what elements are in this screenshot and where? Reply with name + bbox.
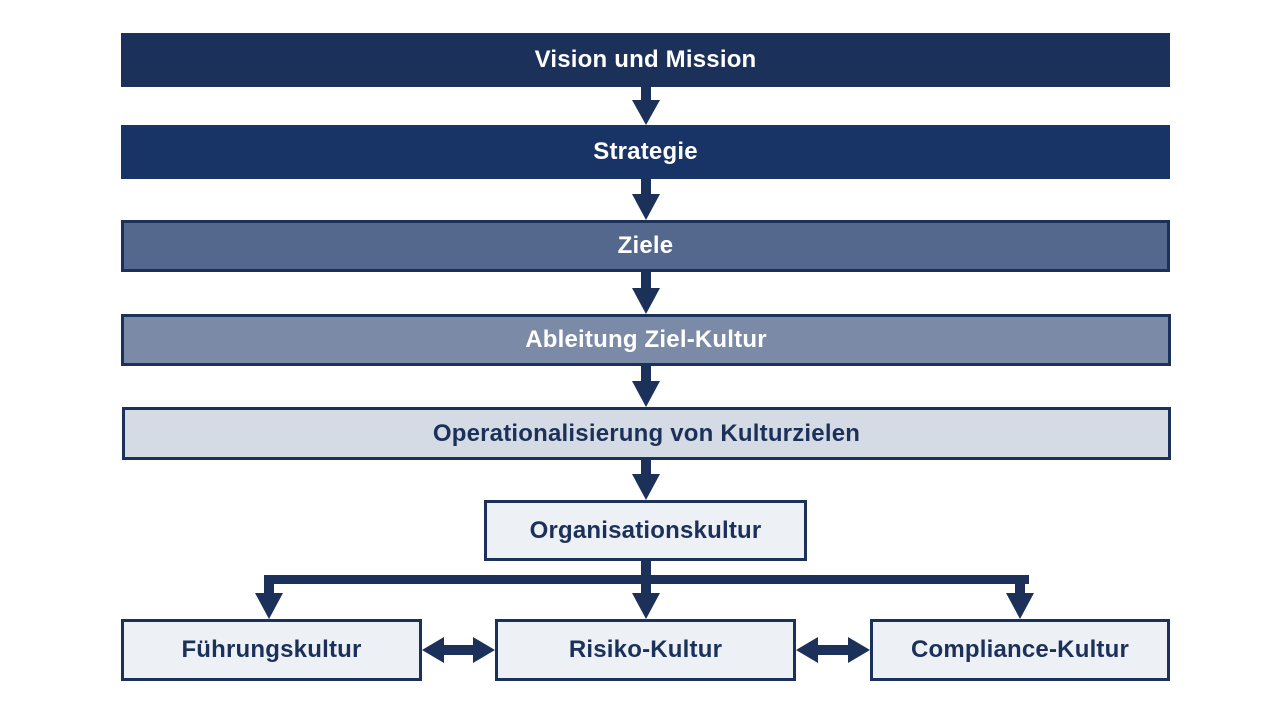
arrow-to-risikokultur: [632, 593, 660, 619]
node-fuehrungskultur: Führungskultur: [121, 619, 422, 681]
node-label: Compliance-Kultur: [910, 636, 1130, 663]
arrow-to-fuehrungskultur: [255, 593, 283, 619]
arrow-strategie-to-ziele: [632, 179, 660, 220]
node-label: Operationalisierung von Kulturzielen: [432, 419, 861, 447]
node-risiko-kultur: Risiko-Kultur: [495, 619, 796, 681]
node-label: Ableitung Ziel-Kultur: [525, 326, 767, 353]
node-label: Risiko-Kultur: [568, 636, 723, 663]
node-label: Vision und Mission: [534, 46, 757, 73]
node-label: Führungskultur: [181, 636, 362, 663]
node-label: Strategie: [593, 138, 698, 165]
node-strategie: Strategie: [121, 125, 1170, 179]
arrow-ziele-to-ableitung: [632, 272, 660, 314]
arrow-to-compliancekultur: [1006, 593, 1034, 619]
node-organisationskultur: Organisationskultur: [484, 500, 807, 561]
arrow-vision-to-strategie: [632, 87, 660, 125]
double-arrow-risiko-compliance: [796, 637, 870, 663]
node-ableitung-ziel-kultur: Ableitung Ziel-Kultur: [121, 314, 1171, 366]
node-vision-und-mission: Vision und Mission: [121, 33, 1170, 87]
arrow-ableitung-to-operationalisierung: [632, 366, 660, 407]
double-arrow-fuehrung-risiko: [422, 637, 495, 663]
node-label: Ziele: [617, 232, 674, 259]
node-operationalisierung: Operationalisierung von Kulturzielen: [122, 407, 1171, 460]
branch-connector: [264, 561, 1029, 595]
node-compliance-kultur: Compliance-Kultur: [870, 619, 1170, 681]
node-ziele: Ziele: [121, 220, 1170, 272]
arrow-operationalisierung-to-organisationskultur: [632, 460, 660, 500]
node-label: Organisationskultur: [529, 516, 762, 544]
